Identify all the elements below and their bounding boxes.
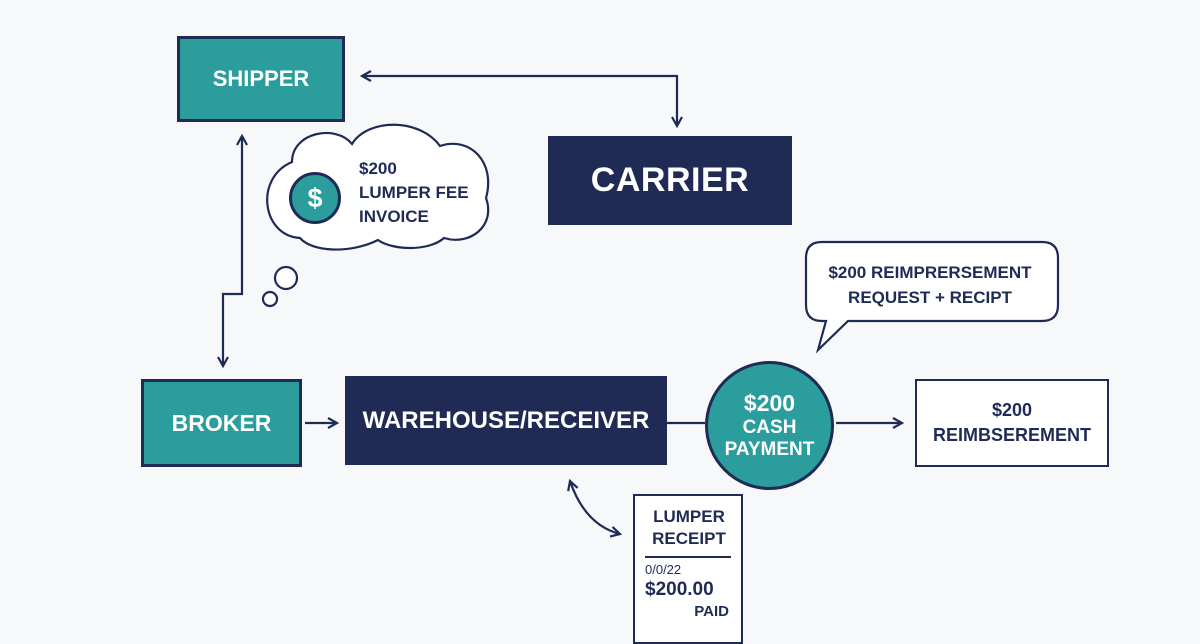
- cash-payment-line1: CASH: [742, 416, 797, 438]
- cash-payment-amount: $200: [743, 390, 796, 417]
- shipper-broker-arrow: [223, 136, 242, 366]
- speech-line1: $200 REIMPRERSEMENT: [828, 263, 1032, 282]
- cash-payment-node: $200 CASH PAYMENT: [705, 361, 834, 490]
- thought-dot-small: [261, 290, 279, 308]
- warehouse-receipt-arrow: [570, 481, 620, 534]
- carrier-label: CARRIER: [590, 161, 750, 199]
- reimbursement-node: $200 REIMBSEREMENT: [915, 379, 1109, 467]
- thought-dot-large: [273, 265, 299, 291]
- dollar-icon: $: [289, 172, 341, 224]
- broker-node: BROKER: [141, 379, 302, 467]
- carrier-node: CARRIER: [548, 136, 792, 225]
- shipper-node: SHIPPER: [177, 36, 345, 122]
- receipt-status: PAID: [694, 603, 729, 620]
- flow-diagram: SHIPPER CARRIER BROKER WAREHOUSE/RECEIVE…: [141, 36, 1109, 644]
- thought-bubble-text: $200 LUMPER FEE INVOICE: [359, 157, 469, 229]
- receipt-amount: $200.00: [645, 579, 714, 600]
- cash-payment-line2: PAYMENT: [724, 438, 815, 460]
- speech-bubble: [804, 240, 1060, 354]
- shipper-carrier-arrow: [362, 76, 677, 126]
- warehouse-receiver-label: WAREHOUSE/RECEIVER: [362, 406, 650, 434]
- thought-line2: LUMPER FEE: [359, 183, 469, 202]
- broker-label: BROKER: [171, 409, 272, 436]
- speech-line2: REQUEST + RECIPT: [848, 288, 1012, 307]
- thought-line3: INVOICE: [359, 207, 429, 226]
- reimbursement-amount: $200: [991, 399, 1033, 420]
- receipt-title-line1: LUMPER: [653, 507, 725, 526]
- receipt-date: 0/0/22: [645, 562, 682, 577]
- reimbursement-label: REIMBSEREMENT: [932, 425, 1091, 445]
- dollar-icon-symbol: $: [307, 182, 323, 213]
- speech-bubble-text: $200 REIMPRERSEMENT REQUEST + RECIPT: [805, 260, 1055, 310]
- warehouse-receiver-node: WAREHOUSE/RECEIVER: [345, 376, 667, 465]
- receipt-title: LUMPER RECEIPT: [645, 506, 733, 550]
- thought-line1: $200: [359, 159, 397, 178]
- lumper-receipt: LUMPER RECEIPT 0/0/22 $200.00 PAID: [633, 494, 743, 644]
- receipt-divider: [645, 556, 731, 558]
- shipper-label: SHIPPER: [212, 66, 310, 91]
- receipt-title-line2: RECEIPT: [652, 529, 726, 548]
